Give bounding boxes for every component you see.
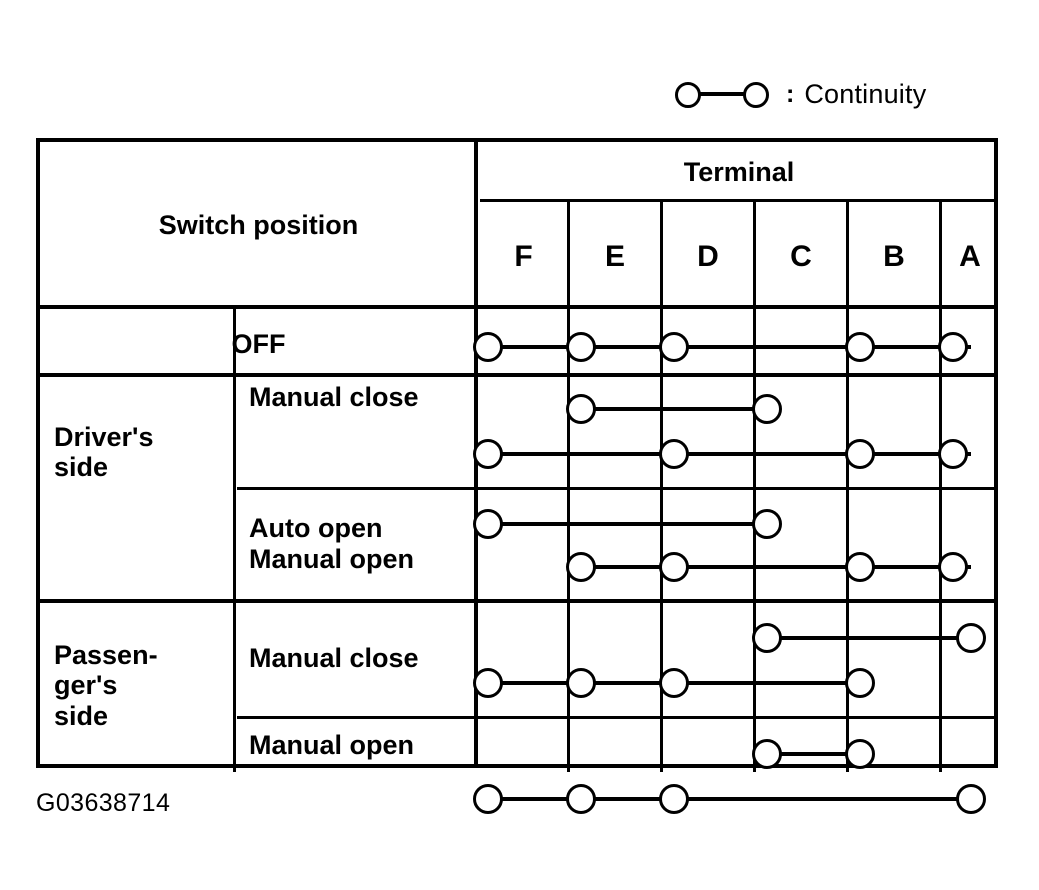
mode-label-driver-auto-open: Auto open Manual open xyxy=(249,512,415,574)
row-divider-driver-inner xyxy=(237,487,998,490)
conn-line-driver-close-upper xyxy=(581,407,767,411)
node-off-E xyxy=(566,332,596,362)
conn-line-driver-open-upper xyxy=(488,522,767,526)
node-off-D xyxy=(659,332,689,362)
row-divider-passenger-inner xyxy=(237,716,998,719)
conn-line-driver-close-lower xyxy=(488,452,971,456)
conn-line-off xyxy=(488,345,971,349)
terminal-head-E: E xyxy=(604,240,625,273)
side-label-driver: Driver's side xyxy=(54,421,154,482)
node-passenger-open-lower-A xyxy=(956,784,986,814)
col-divider-C-B xyxy=(846,202,849,772)
terminal-head-A: A xyxy=(959,240,981,273)
switch-position-header: Switch position xyxy=(158,210,359,241)
node-passenger-open-upper-C xyxy=(752,739,782,769)
node-passenger-open-upper-B xyxy=(845,739,875,769)
legend-circle-left-icon xyxy=(675,82,701,108)
node-driver-open-lower-D xyxy=(659,552,689,582)
node-driver-close-lower-D xyxy=(659,439,689,469)
node-passenger-close-lower-B xyxy=(845,668,875,698)
terminal-header-divider xyxy=(480,199,998,202)
node-off-A xyxy=(938,332,968,362)
node-driver-close-upper-C xyxy=(752,394,782,424)
col-divider-F-E xyxy=(567,202,570,772)
legend-circle-right-icon xyxy=(743,82,769,108)
node-driver-open-lower-E xyxy=(566,552,596,582)
node-off-B xyxy=(845,332,875,362)
mode-label-driver-manual-close: Manual close xyxy=(249,381,419,412)
node-passenger-close-upper-C xyxy=(752,623,782,653)
node-passenger-open-lower-F xyxy=(473,784,503,814)
terminal-head-C: C xyxy=(790,240,812,273)
col-divider-D-C xyxy=(753,202,756,772)
legend-colon: : xyxy=(786,79,795,108)
node-passenger-open-lower-D xyxy=(659,784,689,814)
node-driver-close-lower-A xyxy=(938,439,968,469)
mode-label-passenger-manual-open: Manual open xyxy=(249,729,415,760)
col-divider-B-A xyxy=(939,202,942,772)
row-divider-off xyxy=(40,373,994,377)
legend-label: Continuity xyxy=(804,78,927,109)
node-driver-close-lower-B xyxy=(845,439,875,469)
col-divider-E-D xyxy=(660,202,663,772)
node-driver-close-upper-E xyxy=(566,394,596,424)
legend: : Continuity xyxy=(665,68,1005,120)
row-divider-header xyxy=(40,305,994,309)
node-passenger-close-lower-E xyxy=(566,668,596,698)
terminal-header: Terminal xyxy=(683,156,795,187)
continuity-table: Switch position Terminal F E D C B A OFF… xyxy=(36,138,998,814)
node-passenger-open-lower-E xyxy=(566,784,596,814)
figure-id-caption: G03638714 xyxy=(36,789,171,817)
row-divider-driver-passenger xyxy=(40,599,994,603)
legend-connector-line xyxy=(698,92,746,96)
node-driver-open-lower-B xyxy=(845,552,875,582)
col-divider-side-mode xyxy=(233,305,236,772)
terminal-head-D: D xyxy=(697,240,719,273)
continuity-symbol-icon xyxy=(665,77,780,111)
mode-label-passenger-manual-close: Manual close xyxy=(249,643,419,674)
conn-line-passenger-close-lower xyxy=(488,681,860,685)
terminal-head-F: F xyxy=(514,240,533,273)
node-driver-open-upper-C xyxy=(752,509,782,539)
node-passenger-close-lower-D xyxy=(659,668,689,698)
terminal-head-B: B xyxy=(883,240,905,273)
side-label-passenger: Passen- ger's side xyxy=(54,640,158,731)
row-label-off: OFF xyxy=(231,328,286,359)
node-driver-open-lower-A xyxy=(938,552,968,582)
node-passenger-close-upper-A xyxy=(956,623,986,653)
conn-line-passenger-open-lower xyxy=(488,797,971,801)
conn-line-driver-open-lower xyxy=(581,565,971,569)
